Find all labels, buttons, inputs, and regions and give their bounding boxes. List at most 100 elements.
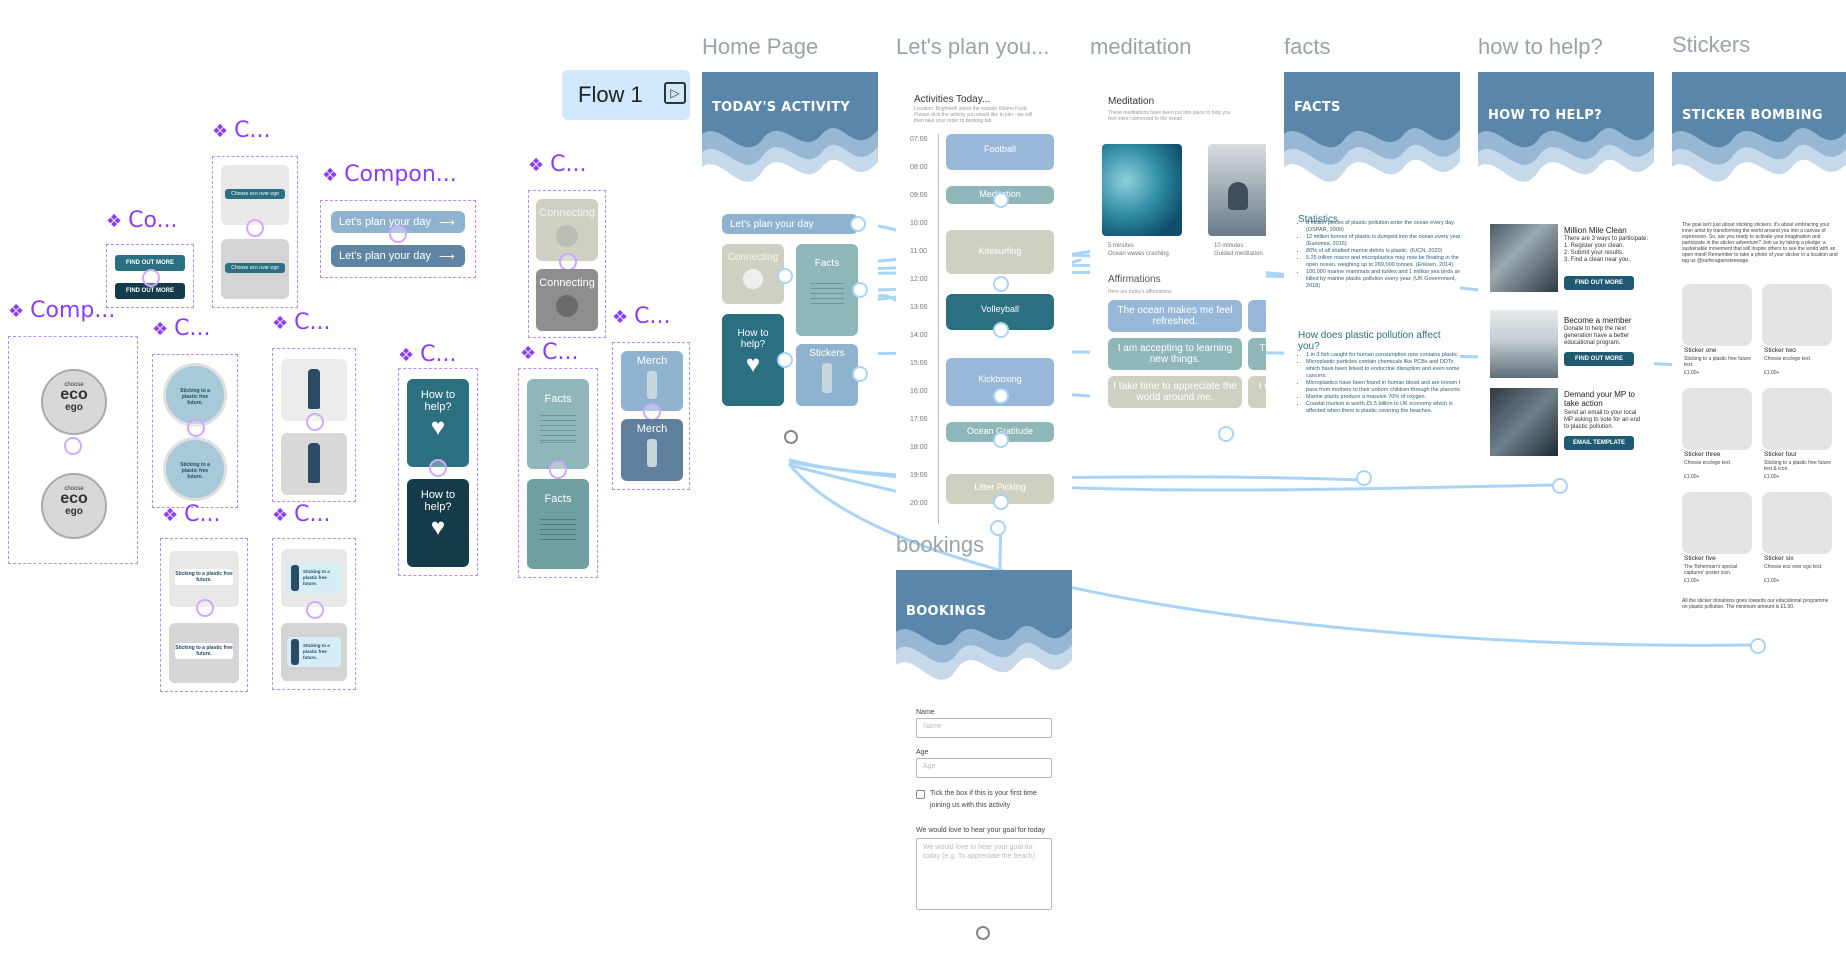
email-template-button[interactable]: EMAIL TEMPLATE	[1564, 436, 1634, 450]
component-set-bottle[interactable]	[272, 348, 356, 502]
flow-node[interactable]	[1356, 470, 1372, 486]
name-input[interactable]: Name	[916, 718, 1052, 738]
component-title-3[interactable]: ❖C...	[212, 118, 271, 143]
component-set-eco-stickers[interactable]: choose eco ego choose eco ego	[8, 336, 138, 564]
frame-plan-day[interactable]: Activities Today... Location: Brightwell…	[896, 72, 1072, 532]
frame-label-meditation[interactable]: meditation	[1090, 34, 1192, 59]
component-set-find-out-more[interactable]: FIND OUT MORE FIND OUT MORE	[106, 244, 194, 308]
component-title-2[interactable]: ❖Co...	[106, 208, 178, 233]
merch-tile-2[interactable]: Merch	[621, 419, 683, 481]
facts-tile-2[interactable]: Facts	[527, 479, 589, 569]
find-out-more-button[interactable]: FIND OUT MORE	[1564, 352, 1634, 366]
connecting-tile-1[interactable]: Connecting	[536, 199, 598, 261]
component-title-12[interactable]: ❖C...	[612, 304, 671, 329]
variant-handle[interactable]	[246, 219, 264, 237]
affirmation-cut-2[interactable]: The	[1248, 338, 1266, 370]
goal-textarea[interactable]: We would love to hear your goal for toda…	[916, 838, 1052, 910]
component-title-8[interactable]: ❖Compon...	[322, 162, 457, 187]
plan-day-pill-2[interactable]: Let's plan your day⟶	[331, 245, 465, 267]
component-title-11[interactable]: ❖C...	[528, 152, 587, 177]
sticker-card[interactable]	[1682, 492, 1752, 554]
how-to-help-tile-2[interactable]: How to help? ♥	[407, 479, 469, 567]
flow-node[interactable]	[777, 352, 793, 368]
flow-node[interactable]	[993, 192, 1009, 208]
affirmation-cut-1[interactable]: T	[1248, 300, 1266, 332]
flow-node[interactable]	[993, 494, 1009, 510]
flow-node[interactable]	[993, 276, 1009, 292]
sticker-card[interactable]	[1682, 388, 1752, 450]
flow-node[interactable]	[777, 268, 793, 284]
play-icon[interactable]: ▷	[664, 82, 686, 104]
variant-handle[interactable]	[306, 413, 324, 431]
frame-label-home[interactable]: Home Page	[702, 34, 819, 59]
component-title-6[interactable]: ❖C...	[162, 502, 221, 527]
flow-node[interactable]	[990, 520, 1006, 536]
variant-handle[interactable]	[429, 459, 447, 477]
frame-label-bookings[interactable]: bookings	[896, 532, 985, 557]
sticker-card[interactable]	[1762, 388, 1832, 450]
component-title-7[interactable]: ❖C...	[272, 502, 331, 527]
frame-label-facts[interactable]: facts	[1284, 34, 1331, 59]
flow-node[interactable]	[993, 388, 1009, 404]
variant-handle[interactable]	[306, 601, 324, 619]
plan-day-button[interactable]: Let's plan your day	[722, 214, 858, 234]
how-to-help-tile[interactable]: How to help? ♥	[722, 314, 784, 406]
variant-handle[interactable]	[142, 269, 160, 287]
first-time-checkbox[interactable]	[916, 790, 925, 799]
frame-how-to-help[interactable]: HOW TO HELP? Million Mile Clean There ar…	[1478, 72, 1654, 472]
affirmation-cut-3[interactable]: I wa	[1248, 376, 1266, 408]
affirmation-3[interactable]: I take time to appreciate the world arou…	[1108, 376, 1242, 408]
affirmation-2[interactable]: I am accepting to learning new things.	[1108, 338, 1242, 370]
component-set-how-to-help[interactable]: How to help? ♥ How to help? ♥	[398, 368, 478, 576]
frame-stickers[interactable]: STICKER BOMBING The goal isn't just abou…	[1672, 72, 1846, 632]
component-set-bottle-sticking[interactable]: Sticking to a plastic free future. Stick…	[272, 538, 356, 690]
component-set-merch[interactable]: Merch Merch	[612, 342, 690, 490]
how-to-help-tile-1[interactable]: How to help? ♥	[407, 379, 469, 467]
variant-handle[interactable]	[549, 461, 567, 479]
component-set-sticking-circle[interactable]: Sticking to a plastic free future. Stick…	[152, 354, 238, 508]
activity-kitesurfing[interactable]: Kitesurfing	[946, 230, 1054, 274]
sticker-card[interactable]	[1682, 284, 1752, 346]
component-title-4[interactable]: ❖C...	[152, 316, 211, 341]
component-set-facts[interactable]: Facts Facts	[518, 368, 598, 578]
flow-node[interactable]	[1218, 426, 1234, 442]
frame-label-help[interactable]: how to help?	[1478, 34, 1603, 59]
sticker-card[interactable]	[1762, 492, 1832, 554]
component-title-5[interactable]: ❖C...	[272, 310, 331, 335]
ocean-waves-image[interactable]	[1102, 144, 1182, 236]
plan-day-pill-1[interactable]: Let's plan your day⟶	[331, 211, 465, 233]
component-set-plan-day[interactable]: Let's plan your day⟶ Let's plan your day…	[320, 200, 476, 278]
flow-node[interactable]	[852, 366, 868, 382]
flow-node[interactable]	[993, 322, 1009, 338]
stickers-tile[interactable]: Stickers	[796, 344, 858, 406]
merch-tile-1[interactable]: Merch	[621, 351, 683, 411]
component-set-choose-eco[interactable]: Choose eco over ego Choose eco over ego	[212, 156, 298, 308]
find-out-more-button-dark[interactable]: FIND OUT MORE	[115, 283, 185, 299]
find-out-more-button[interactable]: FIND OUT MORE	[1564, 276, 1634, 290]
affirmation-1[interactable]: The ocean makes me feel refreshed.	[1108, 300, 1242, 332]
facts-tile[interactable]: Facts	[796, 244, 858, 336]
frame-meditation[interactable]: Meditation These meditations have been p…	[1090, 72, 1266, 452]
frame-facts[interactable]: FACTS Statistics 8 million pieces of pla…	[1284, 72, 1460, 472]
connecting-tile-2[interactable]: Connecting	[536, 269, 598, 331]
frame-bookings[interactable]: BOOKINGS Name Name Age Age Tick the box …	[896, 570, 1072, 950]
frame-home-page[interactable]: TODAY'S ACTIVITY Let's plan your day Con…	[702, 72, 878, 452]
flow-node[interactable]	[993, 432, 1009, 448]
frame-label-plan[interactable]: Let's plan you...	[896, 34, 1050, 59]
flow-node[interactable]	[1552, 478, 1568, 494]
component-title-9[interactable]: ❖C...	[398, 342, 457, 367]
connecting-tile[interactable]: Connecting	[722, 244, 784, 304]
component-set-sticking-rect[interactable]: Sticking to a plastic free future. Stick…	[160, 538, 248, 692]
component-title-1[interactable]: ❖Comp...	[8, 298, 116, 323]
sticker-card[interactable]	[1762, 284, 1832, 346]
flow-node[interactable]	[850, 216, 866, 232]
flow-node[interactable]	[1750, 638, 1766, 654]
variant-handle[interactable]	[389, 225, 407, 243]
flow-node[interactable]	[852, 282, 868, 298]
variant-handle[interactable]	[64, 437, 82, 455]
frame-label-stickers[interactable]: Stickers	[1672, 32, 1751, 57]
component-set-connecting[interactable]: Connecting Connecting	[528, 190, 606, 338]
facts-tile-1[interactable]: Facts	[527, 379, 589, 469]
component-title-10[interactable]: ❖C...	[520, 340, 579, 365]
age-input[interactable]: Age	[916, 758, 1052, 778]
